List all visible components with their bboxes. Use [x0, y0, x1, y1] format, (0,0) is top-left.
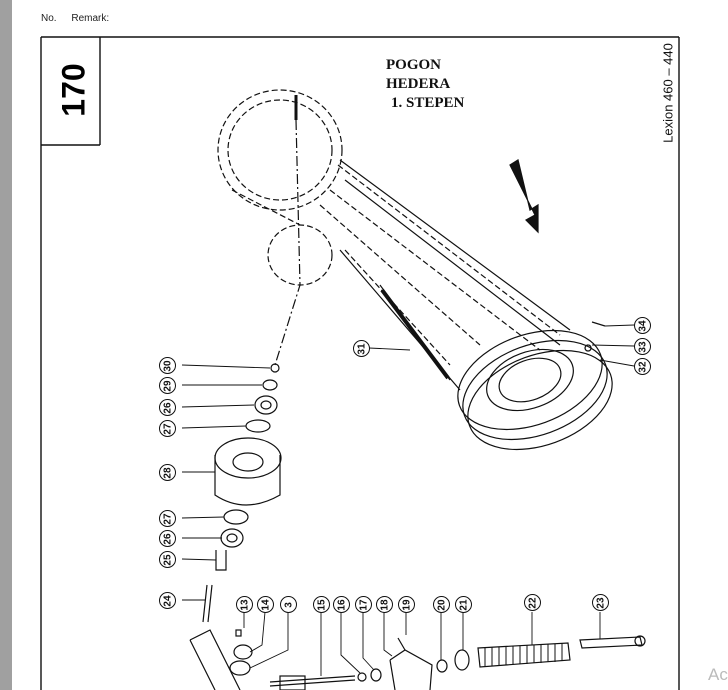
callout-number: 27 — [162, 422, 173, 435]
callout-number: 21 — [458, 598, 469, 611]
callout-22: 22 — [524, 594, 541, 611]
callout-30: 30 — [159, 357, 176, 374]
callout-28: 28 — [159, 464, 176, 481]
callout-number: 28 — [162, 466, 173, 479]
callout-number: 30 — [162, 359, 173, 372]
model-text: Lexion 460 – 440 — [660, 43, 676, 143]
callout-13: 13 — [236, 596, 253, 613]
page-number: 170 — [54, 60, 94, 120]
callout-14: 14 — [257, 596, 274, 613]
callout-27: 27 — [159, 510, 176, 527]
callout-number: 34 — [637, 319, 648, 332]
callout-26: 26 — [159, 399, 176, 416]
no-label: No. — [41, 13, 57, 24]
viewer-gutter — [0, 0, 12, 690]
callout-25: 25 — [159, 551, 176, 568]
callout-32: 32 — [634, 358, 651, 375]
title-line-1: POGON — [386, 57, 441, 73]
callout-16: 16 — [333, 596, 350, 613]
callout-number: 32 — [637, 360, 648, 373]
activation-watermark: Ac — [708, 665, 728, 684]
callout-3: 3 — [280, 596, 297, 613]
callout-number: 26 — [162, 532, 173, 545]
callout-27: 27 — [159, 420, 176, 437]
callout-number: 25 — [162, 553, 173, 566]
callout-number: 22 — [527, 596, 538, 609]
remark-label: Remark: — [71, 13, 110, 24]
callout-number: 13 — [239, 598, 250, 611]
callout-19: 19 — [398, 596, 415, 613]
callout-23: 23 — [592, 594, 609, 611]
callout-26: 26 — [159, 530, 176, 547]
callout-number: 17 — [358, 598, 369, 611]
callout-18: 18 — [376, 596, 393, 613]
callout-number: 27 — [162, 512, 173, 525]
title-line-2: HEDERA — [386, 76, 451, 92]
callout-17: 17 — [355, 596, 372, 613]
title-line-3: 1. STEPEN — [391, 95, 465, 111]
callout-21: 21 — [455, 596, 472, 613]
callout-15: 15 — [313, 596, 330, 613]
callout-20: 20 — [433, 596, 450, 613]
callout-number: 14 — [260, 598, 271, 611]
page-number-text: 170 — [55, 63, 92, 117]
callout-33: 33 — [634, 338, 651, 355]
callout-number: 24 — [162, 594, 173, 607]
callout-number: 19 — [401, 598, 412, 611]
callout-number: 29 — [162, 379, 173, 392]
callout-number: 15 — [316, 598, 327, 611]
callout-number: 31 — [356, 342, 367, 355]
callout-number: 23 — [595, 596, 606, 609]
callout-31: 31 — [353, 340, 370, 357]
callout-number: 33 — [637, 340, 648, 353]
callout-34: 34 — [634, 317, 651, 334]
callout-number: 20 — [436, 598, 447, 611]
remark-header: No. Remark: — [41, 13, 121, 24]
diagram-title: POGON HEDERA 1. STEPEN — [386, 56, 464, 113]
callout-number: 26 — [162, 401, 173, 414]
callout-24: 24 — [159, 592, 176, 609]
callout-number: 3 — [283, 601, 294, 608]
callout-number: 16 — [336, 598, 347, 611]
callout-number: 18 — [379, 598, 390, 611]
callout-29: 29 — [159, 377, 176, 394]
model-label: Lexion 460 – 440 — [656, 38, 680, 148]
